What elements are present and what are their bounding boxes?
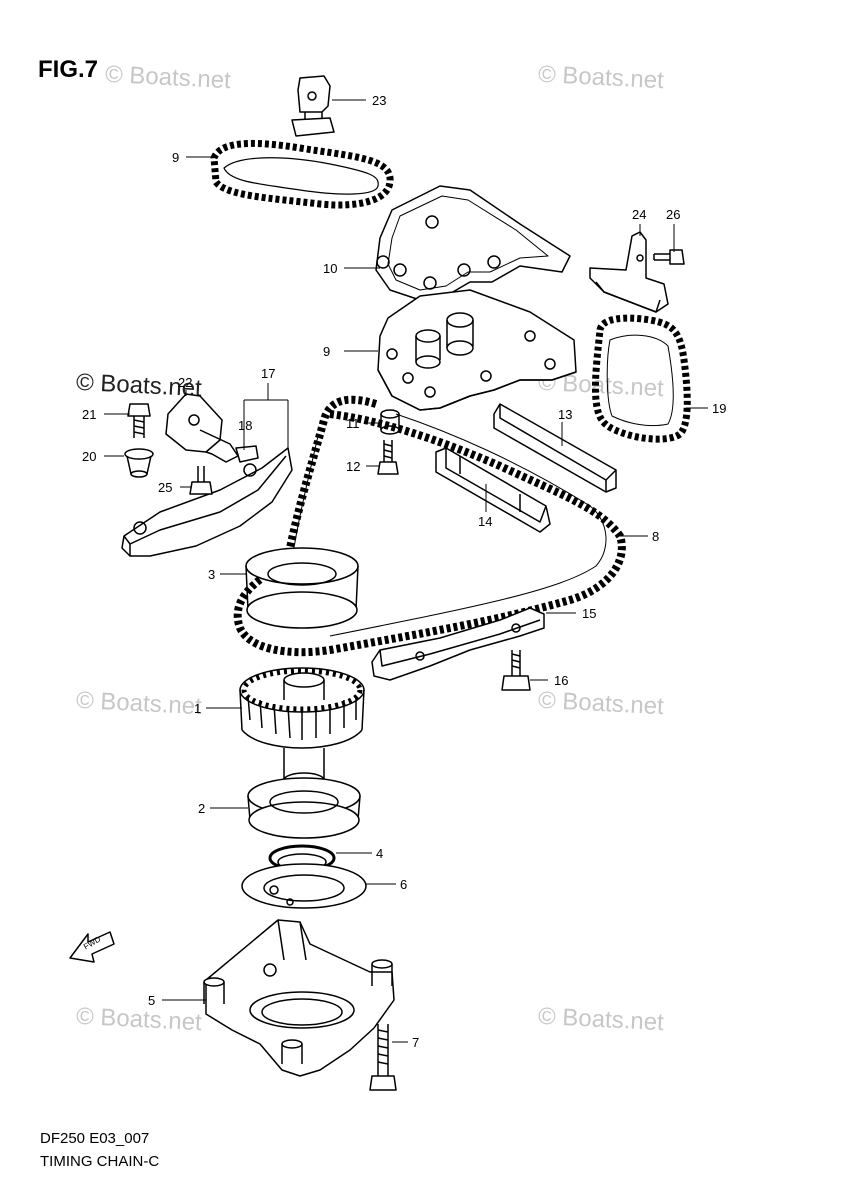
timing-chain-small-9-upper <box>210 139 394 209</box>
tensioner-22 <box>165 393 239 463</box>
callout-10: 9 <box>323 344 330 359</box>
callout-1: 1 <box>194 701 201 716</box>
callout-22: 22 <box>178 375 192 390</box>
callout-16: 15 <box>582 606 596 621</box>
callout-14: 13 <box>558 407 572 422</box>
chain-guide-16 <box>371 607 545 681</box>
callout-5: 5 <box>148 993 155 1008</box>
callout-9-lower: 19 <box>712 401 726 416</box>
chain-guide-14 <box>493 403 617 493</box>
callout-25: 25 <box>158 480 172 495</box>
chain-tensioner-housing-10 <box>377 289 577 411</box>
callout-6: 6 <box>400 877 407 892</box>
gear-1 <box>239 667 365 788</box>
callout-12: 11 <box>346 416 360 431</box>
gasket-11 <box>375 185 571 301</box>
callout-19: 18 <box>238 418 252 433</box>
gasket-6 <box>241 863 367 909</box>
callout-24: 24 <box>632 207 646 222</box>
callout-21: 21 <box>82 407 96 422</box>
bolt-26 <box>653 249 685 265</box>
callout-23: 23 <box>372 93 386 108</box>
bolt-25 <box>189 466 213 495</box>
callout-7: 7 <box>412 1035 419 1050</box>
bolt-17 <box>501 650 531 691</box>
callout-2: 2 <box>198 801 205 816</box>
bolt-7 <box>369 1024 397 1091</box>
figure-label: FIG.7 <box>38 56 99 83</box>
forward-arrow-icon <box>69 931 115 963</box>
chain-guide-clip-23 <box>291 75 335 137</box>
timing-chain-main-8 <box>233 395 626 657</box>
callout-13: 12 <box>346 459 360 474</box>
callout-4: 4 <box>376 846 383 861</box>
callout-20: 20 <box>82 449 96 464</box>
callout-3: 3 <box>208 567 215 582</box>
timing-chain-small-9-lower <box>591 314 691 443</box>
callout-17: 16 <box>554 673 568 688</box>
callout-8: 8 <box>652 529 659 544</box>
chain-tensioner-arm-18 <box>121 447 293 557</box>
housing-5 <box>203 919 395 1077</box>
callout-15: 14 <box>478 514 492 529</box>
bearing-3 <box>245 547 359 629</box>
collar-20 <box>124 448 154 478</box>
pin-19 <box>235 445 259 463</box>
bearing-2 <box>247 777 361 839</box>
tensioner-bracket-24 <box>589 231 669 313</box>
diagram-title: TIMING CHAIN-C <box>40 1153 160 1170</box>
model-code: DF250 E03_007 <box>40 1130 150 1147</box>
callout-26: 26 <box>666 207 680 222</box>
callout-9-upper: 9 <box>172 150 179 165</box>
callout-18: 17 <box>261 366 275 381</box>
bolt-13 <box>377 440 399 475</box>
callout-11: 10 <box>323 261 337 276</box>
bolt-21 <box>127 403 151 438</box>
